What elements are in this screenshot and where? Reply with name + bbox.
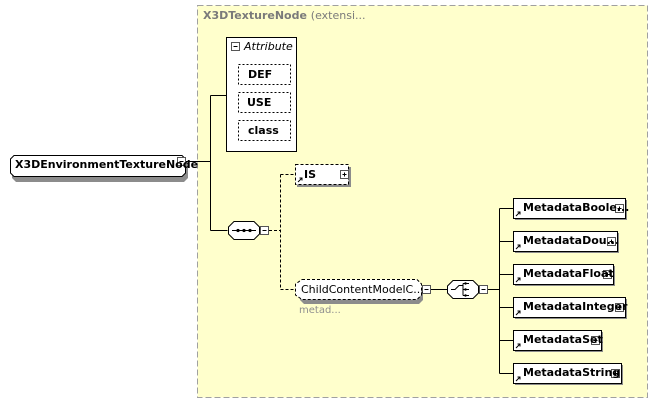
attribute-class-label: class bbox=[248, 124, 279, 137]
choice-item-label-metadatainteger: MetadataInteger bbox=[523, 300, 628, 313]
ref-arrow-icon bbox=[515, 343, 521, 349]
is-element-label: IS bbox=[304, 168, 317, 181]
attribute-class-box[interactable] bbox=[238, 120, 291, 141]
base-type-label: X3DTextureNode (extensi... bbox=[203, 9, 366, 22]
ref-arrow-icon bbox=[515, 376, 521, 382]
attribute-group-label: Attribute bbox=[244, 40, 293, 53]
is-ref-arrow-icon bbox=[297, 177, 303, 183]
ref-arrow-icon bbox=[515, 211, 521, 217]
choice-item-box-metadatadou[interactable] bbox=[513, 231, 618, 252]
attribute-def-label: DEF bbox=[248, 68, 273, 81]
choice-item-label-metadatadou: MetadataDou... bbox=[523, 234, 620, 247]
root-element-box[interactable] bbox=[10, 155, 186, 177]
root-element-label: X3DEnvironmentTextureNode bbox=[15, 158, 199, 171]
base-type-suffix: (extensi... bbox=[310, 9, 366, 22]
choice-item-label-metadatafloat: MetadataFloat bbox=[523, 267, 614, 280]
ref-arrow-icon bbox=[515, 310, 521, 316]
attribute-def-box[interactable] bbox=[238, 64, 291, 85]
attribute-use-box[interactable] bbox=[238, 92, 291, 113]
ref-arrow-icon bbox=[515, 244, 521, 250]
choice-item-label-metadataset: MetadataSet bbox=[523, 333, 603, 346]
child-group-box[interactable] bbox=[295, 279, 422, 300]
choice-item-box-metadataset[interactable] bbox=[513, 330, 602, 351]
choice-item-label-metadatastring: MetadataString bbox=[523, 366, 621, 379]
choice-item-box-metadatainteger[interactable] bbox=[513, 297, 626, 318]
attribute-use-label: USE bbox=[247, 96, 272, 109]
ref-arrow-icon bbox=[515, 277, 521, 283]
choice-items bbox=[499, 198, 627, 385]
base-type-name: X3DTextureNode bbox=[203, 9, 307, 22]
choice-item-label-metadataboole: MetadataBoole... bbox=[523, 201, 630, 214]
child-group-note: metad... bbox=[299, 305, 341, 316]
child-group-label: ChildContentModelC... bbox=[301, 283, 424, 296]
choice-item-box-metadatafloat[interactable] bbox=[513, 264, 614, 285]
choice-item-box-metadataboole[interactable] bbox=[513, 198, 626, 219]
choice-item-box-metadatastring[interactable] bbox=[513, 363, 622, 384]
